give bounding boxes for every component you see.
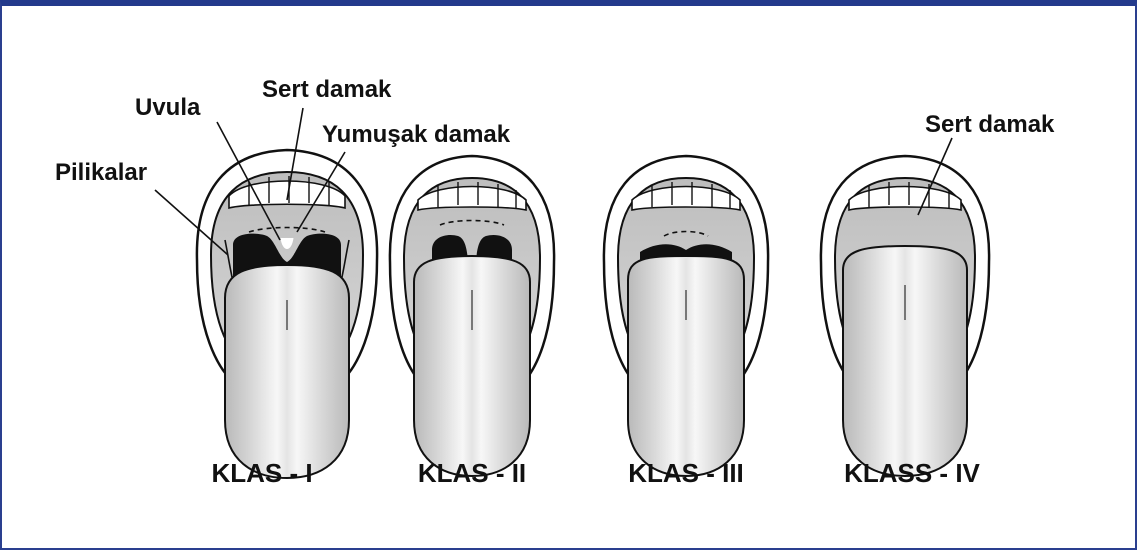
label-pilikalar: Pilikalar: [55, 159, 147, 186]
label-yumusak-damak: Yumuşak damak: [322, 121, 511, 148]
class-label-2: KLAS - II: [418, 458, 526, 488]
class-label-1: KLAS - I: [211, 458, 312, 488]
label-uvula: Uvula: [135, 94, 201, 121]
label-sert-damak: Sert damak: [262, 76, 392, 103]
mouth-class-4: [821, 156, 989, 476]
class-label-3: KLAS - III: [628, 458, 744, 488]
tongue: [225, 265, 349, 478]
label-sert-damak-iv: Sert damak: [925, 111, 1055, 138]
mouth-class-3: [604, 156, 768, 476]
class-label-4: KLASS - IV: [844, 458, 980, 488]
mouth-class-2: [390, 156, 554, 476]
